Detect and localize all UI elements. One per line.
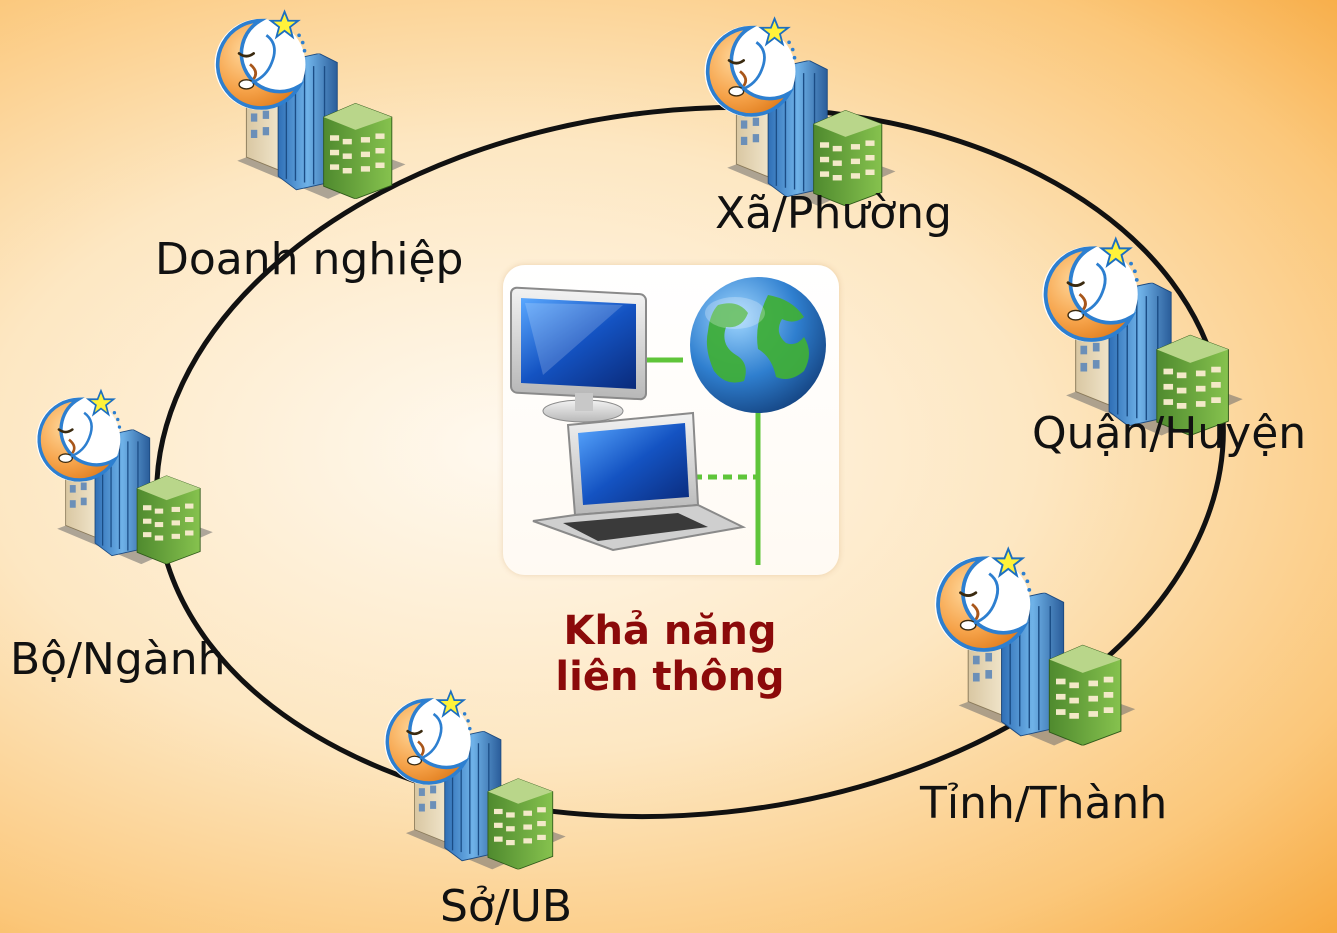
node-so-ub-label: Sở/UB [440, 881, 573, 932]
node-quan-huyen-label: Quận/Huyện [1032, 408, 1307, 459]
node-doanh-nghiep-icon [210, 8, 410, 208]
node-bo-nganh-label: Bộ/Ngành [10, 634, 226, 685]
node-so-ub-icon [340, 688, 610, 878]
node-xa-phuong-label: Xã/Phường [715, 188, 952, 239]
node-tinh-thanh-label: Tỉnh/Thành [920, 778, 1168, 829]
center-card [503, 265, 839, 575]
node-xa-phuong-icon [690, 15, 910, 215]
node-bo-nganh-icon [32, 360, 217, 600]
node-tinh-thanh-icon [930, 545, 1140, 755]
node-doanh-nghiep-label: Doanh nghiệp [155, 234, 464, 285]
network-computers-globe-icon [510, 277, 826, 565]
center-title: Khả năng liên thông [520, 608, 820, 700]
center-title-line1: Khả năng [563, 608, 777, 654]
center-title-line2: liên thông [555, 654, 785, 700]
